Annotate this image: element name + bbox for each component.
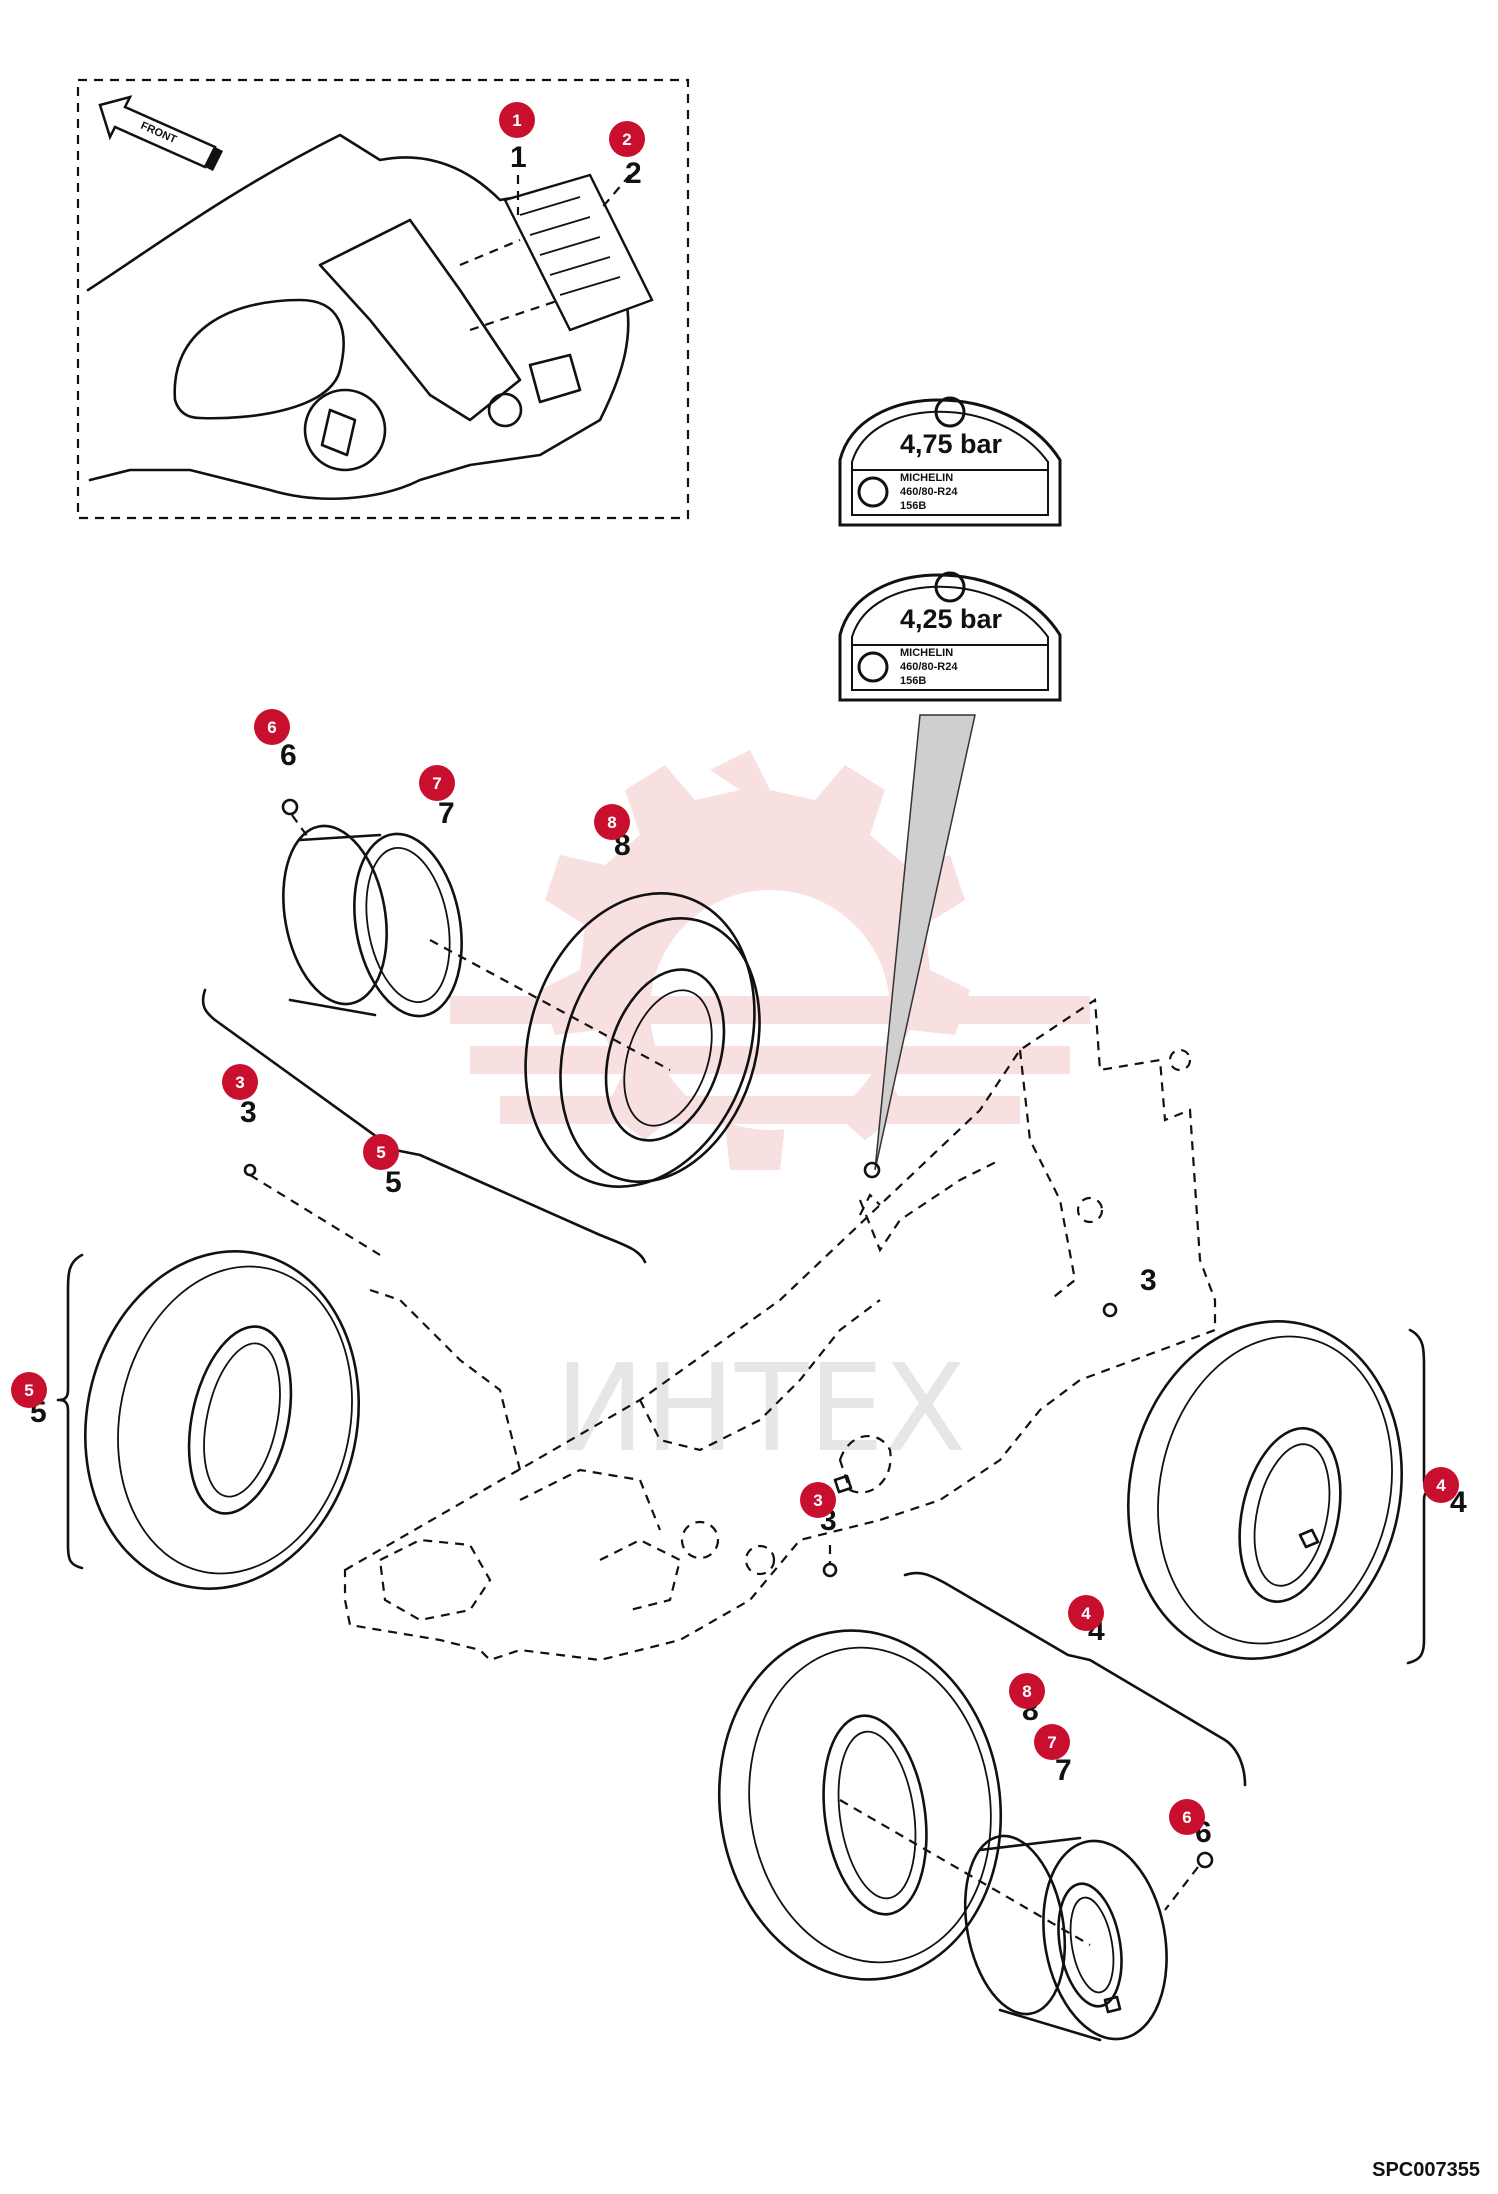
part-number: 2 (625, 157, 642, 190)
inset-panel (318, 218, 522, 422)
wheel-rim-rear-top (282, 824, 463, 1018)
wheel-front-right (1127, 1320, 1403, 1660)
callout-4-bottom[interactable]: 4 (1068, 1595, 1104, 1631)
svg-text:2: 2 (622, 130, 631, 149)
bolt-icon-bottom (1196, 1851, 1214, 1869)
tire-decal-bottom: 4,25 bar MICHELIN 460/80-R24 156B (838, 571, 1062, 702)
callout-5-left[interactable]: 5 (11, 1372, 47, 1408)
part-number: 1 (510, 141, 527, 174)
svg-text:8: 8 (607, 813, 616, 832)
chassis-frame (343, 998, 1217, 1662)
decal-top-pressure: 4,75 bar (900, 429, 1003, 459)
reference-code: SPC007355 (1372, 2159, 1480, 2181)
bracket-5-top (201, 988, 647, 1264)
svg-text:3: 3 (813, 1491, 822, 1510)
callout-8[interactable]: 8 (594, 804, 630, 840)
callout-3-center[interactable]: 3 (800, 1482, 836, 1518)
callout-5[interactable]: 5 (363, 1134, 399, 1170)
callout-7[interactable]: 7 (419, 765, 455, 801)
callout-8-bottom[interactable]: 8 (1009, 1673, 1045, 1709)
svg-text:5: 5 (376, 1143, 385, 1162)
wheel-rim-front-bottom (963, 1834, 1168, 2042)
tire-rear-top (524, 892, 761, 1188)
part-number: 3 (1140, 1264, 1157, 1297)
inset-border (76, 78, 690, 520)
part-number: 7 (1055, 1754, 1072, 1787)
watermark-text: ИНТЕХ (555, 1340, 966, 1479)
svg-text:3: 3 (235, 1073, 244, 1092)
part-number: 3 (240, 1096, 257, 1129)
bolt-icon (281, 798, 299, 816)
decal-pointer (874, 714, 976, 1171)
callout-2[interactable]: 2 (609, 121, 645, 157)
decal-top-size: 460/80-R24 (900, 486, 958, 498)
svg-text:1: 1 (512, 111, 521, 130)
decal-top-brand: MICHELIN (900, 472, 953, 484)
svg-text:6: 6 (267, 718, 276, 737)
callout-1[interactable]: 1 (499, 102, 535, 138)
decal-bottom-load: 156B (900, 675, 926, 687)
callout-6[interactable]: 6 (254, 709, 290, 745)
part-number: 6 (280, 739, 297, 772)
tire-front-bottom (717, 1629, 1003, 1981)
svg-text:8: 8 (1022, 1682, 1031, 1701)
callout-3[interactable]: 3 (222, 1064, 258, 1100)
svg-text:4: 4 (1081, 1604, 1091, 1623)
decal-bottom-size: 460/80-R24 (900, 661, 958, 673)
callout-4-right[interactable]: 4 (1423, 1467, 1459, 1503)
svg-text:6: 6 (1182, 1808, 1191, 1827)
bracket-5-left (56, 1253, 84, 1570)
svg-text:4: 4 (1436, 1476, 1446, 1495)
wheel-front-left (84, 1250, 360, 1590)
callout-7-bottom[interactable]: 7 (1034, 1724, 1070, 1760)
detail-inset: FRONT (76, 78, 690, 520)
part-number: 5 (385, 1166, 402, 1199)
decal-bottom-pressure: 4,25 bar (900, 604, 1003, 634)
decal-bottom-brand: MICHELIN (900, 647, 953, 659)
svg-text:7: 7 (432, 774, 441, 793)
decal-top-load: 156B (900, 500, 926, 512)
callout-6-bottom[interactable]: 6 (1169, 1799, 1205, 1835)
sticker-label-icon (503, 173, 654, 332)
watermark-gear-logo (450, 750, 1090, 1170)
tire-decal-top: 4,75 bar MICHELIN 460/80-R24 156B (838, 396, 1062, 527)
bracket-4-bottom (903, 1571, 1247, 1787)
front-arrow-icon: FRONT (98, 95, 223, 171)
svg-text:5: 5 (24, 1381, 33, 1400)
part-number: 7 (438, 797, 455, 830)
inset-window-outline (173, 298, 345, 420)
svg-text:7: 7 (1047, 1733, 1056, 1752)
inset-round-opening (303, 388, 387, 472)
